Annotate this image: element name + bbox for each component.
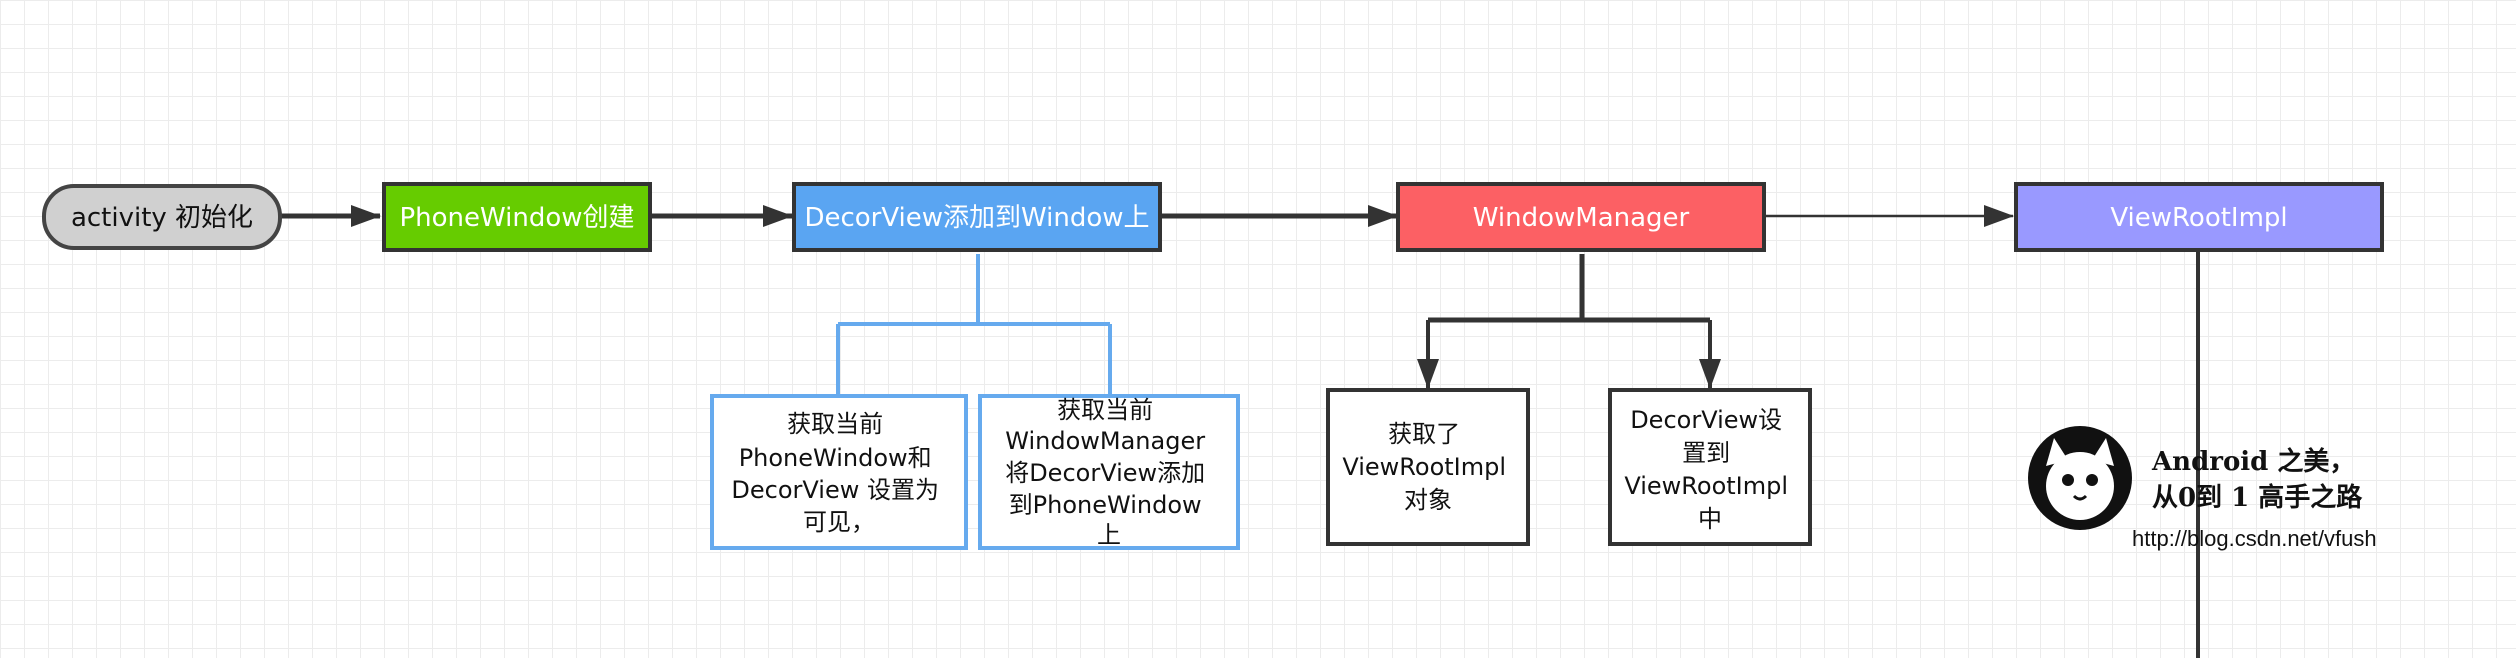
node-get-phonewindow-line-4: 可见， bbox=[803, 508, 875, 536]
node-set-decorview-line-3: ViewRootImpl bbox=[1624, 472, 1788, 500]
node-set-decorview-line-4: 中 bbox=[1698, 505, 1722, 533]
node-get-phonewindow-line-1: 获取当前 bbox=[787, 410, 883, 438]
node-activity-init-label: activity 初始化 bbox=[71, 203, 253, 233]
watermark-line-1: Android 之美， bbox=[2151, 446, 2355, 477]
node-set-decorview-line-2: 置到 bbox=[1682, 439, 1730, 467]
node-get-viewrootimpl-line-3: 对象 bbox=[1404, 486, 1452, 514]
node-phonewindow-create: PhoneWindow创建 bbox=[382, 182, 652, 252]
node-get-windowmanager-text: 获取当前 WindowManager 将DecorView添加 到PhoneWi… bbox=[1005, 396, 1213, 549]
node-decorview-add-label: DecorView添加到Window上 bbox=[804, 203, 1149, 233]
node-get-windowmanager: 获取当前 WindowManager 将DecorView添加 到PhoneWi… bbox=[978, 394, 1240, 550]
watermark-url: http://blog.csdn.net/vfush bbox=[2132, 526, 2377, 551]
node-get-windowmanager-line-5: 上 bbox=[1097, 521, 1121, 549]
node-windowmanager-label: WindowManager bbox=[1473, 203, 1690, 233]
node-get-phonewindow-line-3: DecorView 设置为 bbox=[731, 476, 939, 504]
node-phonewindow-create-label: PhoneWindow创建 bbox=[399, 203, 634, 233]
node-viewrootimpl: ViewRootImpl bbox=[2014, 182, 2384, 252]
node-set-decorview-line-1: DecorView设 bbox=[1630, 406, 1782, 434]
node-get-phonewindow-line-2: PhoneWindow和 bbox=[739, 444, 932, 472]
node-get-windowmanager-line-2: WindowManager bbox=[1005, 427, 1205, 455]
node-get-viewrootimpl: 获取了 ViewRootImpl 对象 bbox=[1326, 388, 1530, 546]
node-get-viewrootimpl-text: 获取了 ViewRootImpl 对象 bbox=[1342, 420, 1513, 514]
node-get-windowmanager-line-3: 将DecorView添加 bbox=[1005, 459, 1205, 487]
node-get-windowmanager-line-1: 获取当前 bbox=[1057, 396, 1153, 424]
watermark: Android 之美， 从0到 1 高手之路 http://blog.csdn.… bbox=[2028, 426, 2377, 551]
node-set-decorview-text: DecorView设 置到 ViewRootImpl 中 bbox=[1624, 406, 1795, 533]
watermark-line-2: 从0到 1 高手之路 bbox=[2152, 482, 2363, 513]
cat-logo-icon bbox=[2028, 426, 2132, 530]
node-get-viewrootimpl-line-1: 获取了 bbox=[1388, 420, 1460, 448]
node-set-decorview: DecorView设 置到 ViewRootImpl 中 bbox=[1608, 388, 1812, 546]
node-get-phonewindow-text: 获取当前 PhoneWindow和 DecorView 设置为 可见， bbox=[731, 410, 946, 536]
connector-decorview-children bbox=[836, 254, 1112, 394]
node-activity-init: activity 初始化 bbox=[42, 184, 282, 250]
node-decorview-add: DecorView添加到Window上 bbox=[792, 182, 1162, 252]
node-viewrootimpl-label: ViewRootImpl bbox=[2110, 203, 2287, 233]
node-get-phonewindow: 获取当前 PhoneWindow和 DecorView 设置为 可见， bbox=[710, 394, 968, 550]
node-windowmanager: WindowManager bbox=[1396, 182, 1766, 252]
node-get-windowmanager-line-4: 到PhoneWindow bbox=[1009, 491, 1202, 519]
connector-windowmanager-trunk bbox=[1428, 254, 1710, 323]
node-get-viewrootimpl-line-2: ViewRootImpl bbox=[1342, 453, 1506, 481]
